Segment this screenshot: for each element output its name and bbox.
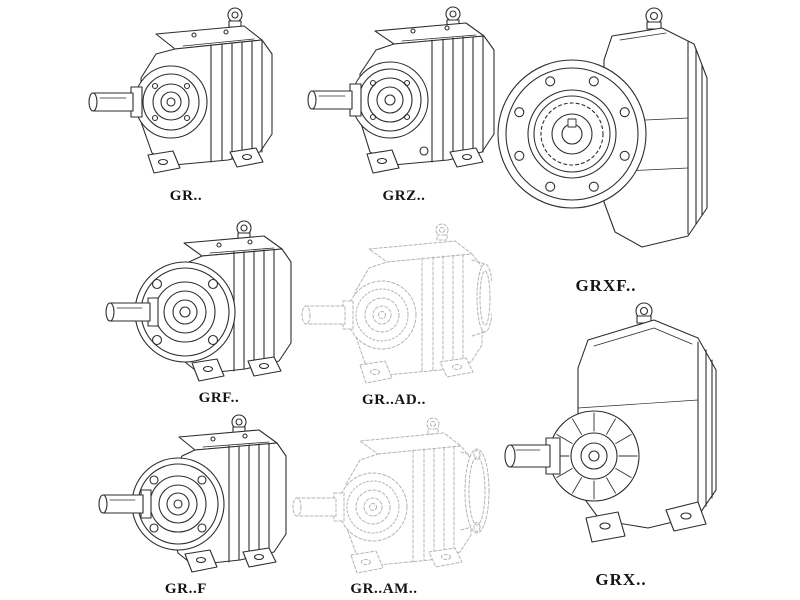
- gr-gearbox-illustration: [88, 7, 273, 174]
- grxf-gearbox-illustration: [497, 7, 708, 248]
- model-label-grz: GRZ..: [382, 188, 426, 204]
- model-label-gr: GR..: [169, 188, 203, 204]
- model-label-grx: GRX..: [595, 570, 647, 589]
- grad-drawing: [292, 212, 492, 394]
- grxf-drawing: [492, 2, 720, 272]
- grff-drawing: [85, 408, 295, 580]
- grad-gearbox-illustration: [301, 223, 492, 384]
- grz-drawing: [298, 0, 498, 188]
- gram-drawing: [285, 408, 495, 580]
- grx-drawing: [496, 298, 731, 560]
- grf-gearbox-illustration: [105, 220, 292, 382]
- grff-gearbox-illustration: [98, 414, 287, 573]
- grf-drawing: [92, 212, 297, 392]
- gram-gearbox-illustration: [292, 417, 490, 574]
- grx-gearbox-illustration: [504, 302, 717, 543]
- model-label-grxf: GRXF..: [575, 276, 637, 295]
- model-label-grad: GR..AD..: [362, 392, 426, 408]
- gr-drawing: [78, 2, 283, 187]
- model-label-grf: GRF..: [198, 390, 240, 406]
- model-label-grff: GR..F: [164, 581, 208, 597]
- grz-gearbox-illustration: [307, 6, 495, 174]
- model-label-gram: GR..AM..: [350, 581, 418, 597]
